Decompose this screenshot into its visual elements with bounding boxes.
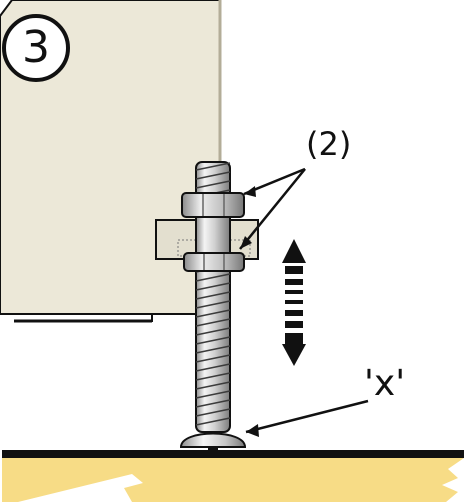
nuts-callout-label: (2) [306, 125, 352, 163]
up-down-adjust-arrow-icon [282, 239, 306, 366]
floor [2, 450, 464, 502]
lower-lock-nut [183, 252, 245, 272]
screw-head-callout-label: 'x' [364, 363, 406, 404]
upper-lock-nut [181, 192, 245, 218]
bolt-head [179, 432, 247, 451]
threaded-leveling-bolt [195, 161, 231, 433]
step-number-badge: 3 [2, 14, 70, 82]
screw-callout-arrow [245, 399, 369, 437]
nut-callout-arrows [239, 167, 306, 250]
